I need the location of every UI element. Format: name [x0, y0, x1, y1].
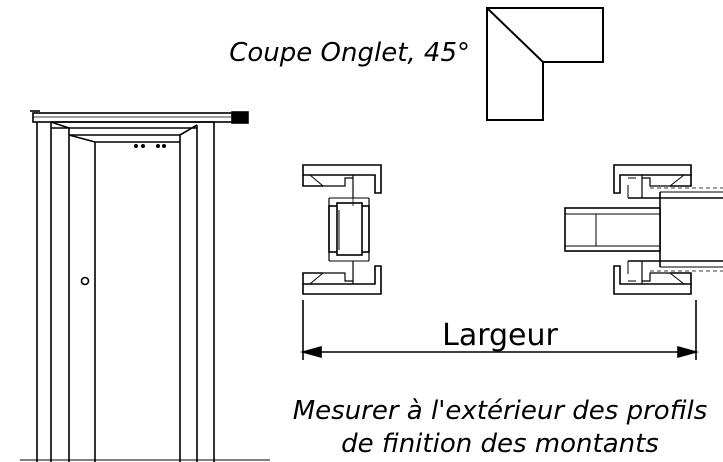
measurement-note-line-2: de finition des montants: [341, 429, 659, 459]
width-dimension: [300, 300, 699, 360]
jamb-profile-left: [302, 164, 382, 295]
measurement-note-line-1: Mesurer à l'extérieur des profils: [293, 396, 708, 426]
door-handle: [80, 276, 90, 286]
door-elevation: [20, 110, 270, 462]
miter-cut-caption: Coupe Onglet, 45°: [229, 38, 470, 68]
jamb-profile-right: [564, 164, 723, 295]
width-dimension-label: Largeur: [442, 318, 558, 353]
miter-cut-symbol: [486, 7, 604, 121]
